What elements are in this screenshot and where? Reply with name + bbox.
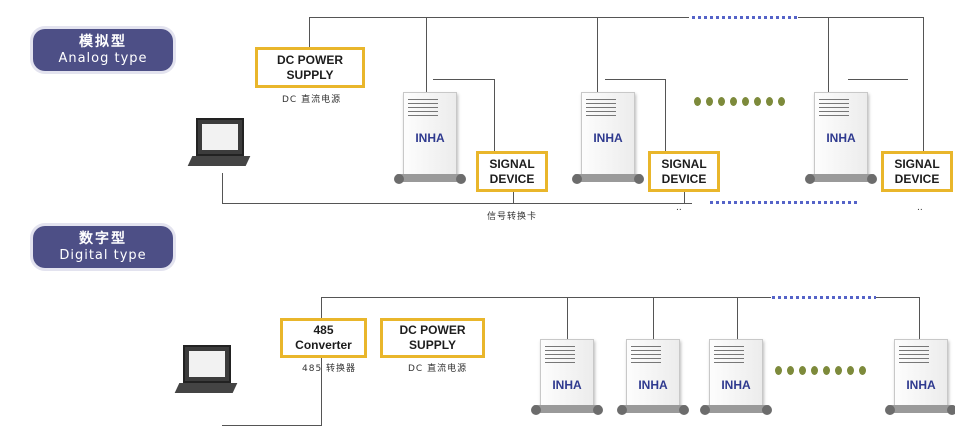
signal-line1: SIGNAL xyxy=(894,156,940,171)
digital-bus-drop-4 xyxy=(919,297,920,344)
analog-bus-drop-3 xyxy=(828,17,829,94)
signal-line2: DEVICE xyxy=(661,171,707,186)
analog-bus-drop-2 xyxy=(597,17,598,94)
digital-bus-drop-2 xyxy=(653,297,654,344)
analog-top-continuation xyxy=(692,16,798,19)
analog-type-badge: 模拟型 Analog type xyxy=(33,29,173,71)
digital-power-caption: DC 直流电源 xyxy=(408,364,468,374)
device-logo: INHA xyxy=(552,378,582,392)
digital-power-line1: DC POWER xyxy=(399,323,466,337)
mass-flow-controller-icon: INHA xyxy=(394,92,466,184)
signal-line1: SIGNAL xyxy=(661,156,707,171)
digital-bus-drop-conv xyxy=(321,297,322,319)
analog-power-line2: SUPPLY xyxy=(286,67,334,82)
digital-conv-caption: 485 转换器 xyxy=(302,364,357,374)
analog-signal1-drop xyxy=(513,192,514,204)
digital-top-bus-right xyxy=(876,297,920,298)
analog-dev1-signal-top xyxy=(433,79,494,80)
analog-laptop-drop xyxy=(222,173,223,204)
mass-flow-controller-icon: INHA xyxy=(805,92,877,184)
device-logo: INHA xyxy=(906,378,936,392)
device-logo: INHA xyxy=(593,131,623,145)
analog-signal-device-1: SIGNAL DEVICE xyxy=(476,151,548,192)
digital-top-continuation xyxy=(772,296,876,299)
analog-bottom-bus xyxy=(222,203,692,204)
digital-bus-drop-3 xyxy=(737,297,738,344)
device-logo: INHA xyxy=(415,131,445,145)
digital-top-bus xyxy=(321,297,771,298)
analog-dev3-signal-top xyxy=(848,79,908,80)
analog-signal2-drop xyxy=(684,192,685,204)
analog-signal-device-3: SIGNAL DEVICE xyxy=(881,151,953,192)
analog-power-line1: DC POWER xyxy=(277,52,343,67)
analog-signal-caption: 信号转换卡 xyxy=(487,212,538,222)
signal-line1: SIGNAL xyxy=(489,156,535,171)
analog-bus-drop-1 xyxy=(426,17,427,94)
analog-ellipsis-1: .. xyxy=(676,203,682,213)
mass-flow-controller-icon: INHA xyxy=(700,339,772,415)
analog-dev2-signal-v xyxy=(665,79,666,151)
digital-badge-cn: 数字型 xyxy=(79,231,127,247)
analog-bus-drop-power xyxy=(309,17,310,48)
digital-type-badge: 数字型 Digital type xyxy=(33,226,173,268)
conv-line2: Converter xyxy=(295,338,352,352)
mass-flow-controller-icon: INHA xyxy=(617,339,689,415)
analog-bus-drop-4 xyxy=(923,17,924,152)
analog-ellipsis-2: .. xyxy=(917,203,923,213)
digital-more-devices-dots xyxy=(775,366,866,375)
analog-dev1-signal-v xyxy=(494,79,495,151)
analog-top-bus xyxy=(309,17,689,18)
signal-line2: DEVICE xyxy=(894,171,940,186)
digital-laptop-wire-h xyxy=(222,425,322,426)
signal-line2: DEVICE xyxy=(489,171,535,186)
analog-top-bus-right xyxy=(798,17,923,18)
digital-485-converter: 485 Converter xyxy=(280,318,367,358)
mass-flow-controller-icon: INHA xyxy=(572,92,644,184)
mass-flow-controller-icon: INHA xyxy=(531,339,603,415)
analog-dev2-signal-top xyxy=(605,79,665,80)
mass-flow-controller-icon: INHA xyxy=(885,339,955,415)
digital-bus-drop-1 xyxy=(567,297,568,344)
digital-dc-power-supply: DC POWER SUPPLY xyxy=(380,318,485,358)
digital-badge-en: Digital type xyxy=(59,248,147,263)
device-logo: INHA xyxy=(826,131,856,145)
device-logo: INHA xyxy=(638,378,668,392)
conv-line1: 485 xyxy=(313,323,334,337)
analog-bottom-continuation xyxy=(710,201,860,204)
analog-dc-power-supply: DC POWER SUPPLY xyxy=(255,47,365,88)
digital-power-line2: SUPPLY xyxy=(409,338,456,352)
analog-signal-device-2: SIGNAL DEVICE xyxy=(648,151,720,192)
analog-power-caption: DC 直流电源 xyxy=(282,95,342,105)
device-logo: INHA xyxy=(721,378,751,392)
analog-badge-cn: 模拟型 xyxy=(79,34,127,50)
analog-more-devices-dots xyxy=(694,97,785,106)
analog-badge-en: Analog type xyxy=(58,51,148,66)
digital-conv-drop xyxy=(321,358,322,426)
